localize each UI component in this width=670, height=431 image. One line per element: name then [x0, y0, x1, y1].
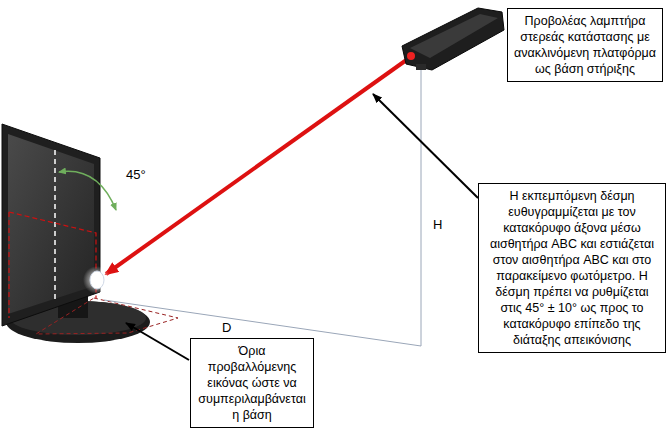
callout-box: Όρια προβαλλόμενης εικόνας ώστε να συμπε… [190, 338, 314, 428]
light-beam [106, 56, 412, 274]
height-line [421, 66, 422, 346]
monitor-bezel [2, 124, 100, 326]
callout-text: Η εκπεμπόμενη δέσμη ευθυγραμμίζεται με τ… [484, 188, 660, 348]
projector-mount [416, 64, 426, 70]
angle-arc [59, 171, 116, 210]
dimension-label: H [431, 218, 444, 233]
projector-lens [407, 52, 415, 60]
vertical-axis [54, 150, 56, 300]
projection-boundary [8, 212, 9, 318]
callout-box: Η εκπεμπόμενη δέσμη ευθυγραμμίζεται με τ… [478, 183, 666, 353]
angle-label: 45° [124, 168, 148, 183]
projection-boundary [9, 212, 96, 298]
projector [402, 8, 504, 70]
leader-arrow [373, 94, 478, 198]
callout-text: Προβολέας λαμπτήρα στερεάς κατάστασης με… [513, 13, 657, 77]
leader-arrow [126, 323, 189, 360]
dimension-label: D [220, 321, 233, 336]
callout-text: Όρια προβαλλόμενης εικόνας ώστε να συμπε… [196, 343, 308, 423]
base-boundary [36, 298, 178, 334]
abc-sensor [90, 271, 104, 289]
projector-top [410, 14, 498, 58]
monitor-screen [8, 134, 94, 314]
callout-box: Προβολέας λαμπτήρα στερεάς κατάστασης με… [507, 8, 663, 82]
sensor-glow [83, 266, 111, 294]
